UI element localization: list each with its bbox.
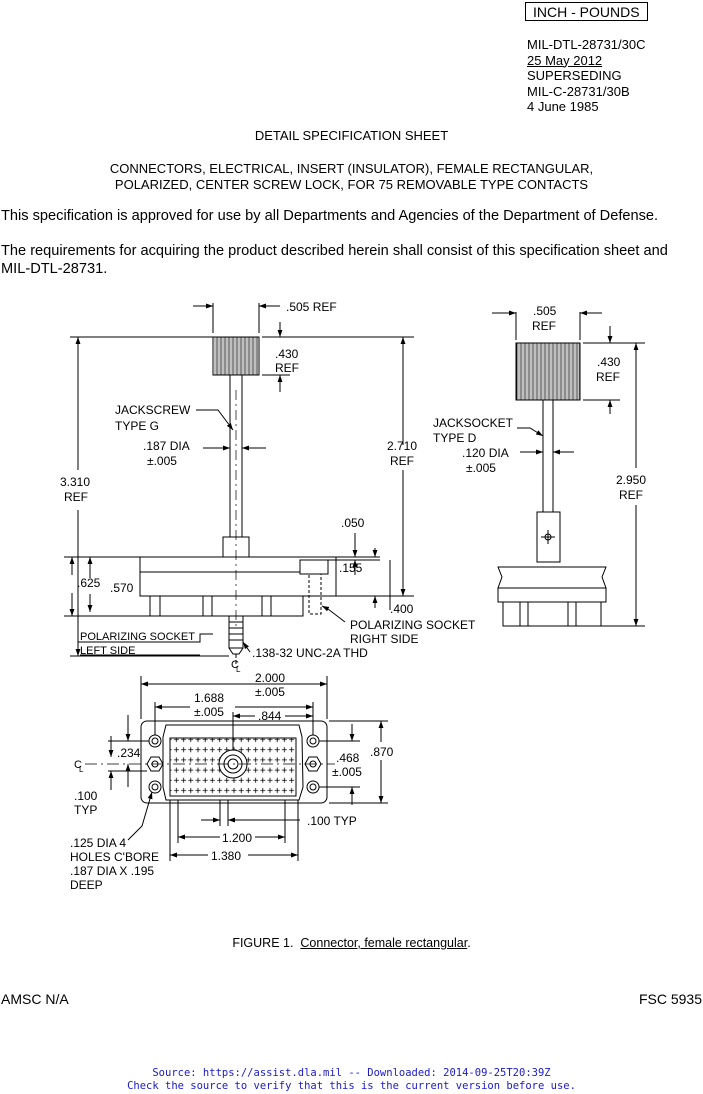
dim-2710: 2.710	[387, 439, 417, 453]
jacksocket-view	[492, 310, 645, 627]
side-view	[64, 303, 414, 665]
dim-505-ref: .505 REF	[286, 300, 337, 314]
approval-statement: This specification is approved for use b…	[1, 208, 659, 224]
dim-2000-tol: ±.005	[255, 685, 285, 699]
right-dim-505: .505	[533, 304, 557, 318]
spec-title-line1: CONNECTORS, ELECTRICAL, INSERT (INSULATO…	[109, 161, 594, 176]
dim-430-ref: REF	[275, 361, 299, 375]
dim-3310-ref: REF	[64, 490, 88, 504]
doc-header: MIL-DTL-28731/30C 25 May 2012 SUPERSEDIN…	[527, 37, 646, 115]
dim-468: .468	[336, 751, 360, 765]
dim-234: .234	[117, 746, 141, 760]
spec-title-line2: POLARIZED, CENTER SCREW LOCK, FOR 75 REM…	[114, 177, 589, 192]
figure-title: Connector, female rectangular	[300, 936, 468, 950]
requirements-statement: The requirements for acquiring the produ…	[1, 242, 668, 278]
face-view	[85, 676, 388, 861]
side-centerline-sub: L	[236, 665, 241, 674]
dim-400: .400	[390, 602, 414, 616]
check-line: Check the source to verify that this is …	[127, 1080, 576, 1092]
fsc-label: FSC 5935	[638, 991, 702, 1007]
jacksocket-type: TYPE D	[433, 431, 477, 445]
pol-socket-right-side: RIGHT SIDE	[350, 632, 418, 646]
jacksocket-knob	[515, 342, 581, 401]
units-text: INCH - POUNDS	[533, 4, 640, 20]
source-notice: Source: https://assist.dla.mil -- Downlo…	[0, 1067, 703, 1093]
dim-1688: 1.688	[194, 691, 224, 705]
figure-label: FIGURE 1.	[232, 936, 294, 950]
sheet-title: DETAIL SPECIFICATION SHEET	[254, 128, 449, 143]
superseding-label: SUPERSEDING	[527, 68, 622, 83]
dia-187: .187 DIA	[143, 439, 190, 453]
jackscrew-label: JACKSCREW	[115, 403, 191, 417]
right-dim-430: .430	[597, 355, 621, 369]
dim-468-tol: ±.005	[332, 765, 362, 779]
dim-570: .570	[110, 581, 134, 595]
right-dim-505-ref: REF	[532, 319, 556, 333]
dia-187-tol: ±.005	[147, 454, 177, 468]
holes-note-3: .187 DIA X .195	[70, 864, 154, 878]
dim-100: .100	[74, 789, 98, 803]
prev-doc-number: MIL-C-28731/30B	[527, 83, 630, 99]
jackscrew-knob	[212, 336, 260, 376]
dim-430: .430	[275, 347, 299, 361]
dim-1380: 1.380	[211, 849, 241, 863]
dia-120-tol: ±.005	[466, 461, 496, 475]
connector-body	[139, 556, 337, 597]
pol-socket-left-side: LEFT SIDE	[80, 645, 135, 657]
source-line: Source: https://assist.dla.mil -- Downlo…	[152, 1067, 551, 1079]
dim-2710-ref: REF	[390, 454, 414, 468]
jackscrew-type: TYPE G	[115, 419, 159, 433]
holes-note-4: DEEP	[70, 878, 103, 892]
jacksocket-label: JACKSOCKET	[433, 416, 514, 430]
prev-doc-date: 4 June 1985	[527, 99, 599, 114]
dia-120: .120 DIA	[462, 446, 509, 460]
dim-050: .050	[341, 516, 365, 530]
dim-100-typ-bottom: .100 TYP	[307, 814, 357, 828]
dim-2000: 2.000	[255, 671, 285, 685]
pol-socket-left: POLARIZING SOCKET	[80, 631, 195, 643]
right-dim-2950-ref: REF	[619, 488, 643, 502]
thread-spec: .138-32 UNC-2A THD	[252, 646, 368, 660]
units-box: INCH - POUNDS	[525, 2, 648, 21]
dim-625: .625	[77, 576, 101, 590]
holes-note-2: HOLES C'BORE	[70, 850, 159, 864]
dim-1200: 1.200	[222, 831, 252, 845]
doc-date: 25 May 2012	[527, 52, 603, 68]
doc-number: MIL-DTL-28731/30C	[527, 37, 646, 52]
connector-face	[140, 720, 328, 804]
amsc-label: AMSC N/A	[1, 991, 69, 1007]
spec-title: CONNECTORS, ELECTRICAL, INSERT (INSULATO…	[0, 161, 703, 193]
right-dim-430-ref: REF	[596, 370, 620, 384]
dim-3310: 3.310	[60, 475, 90, 489]
dim-1688-tol: ±.005	[194, 705, 224, 719]
holes-note-1: .125 DIA 4	[70, 836, 126, 850]
figure-caption: FIGURE 1. Connector, female rectangular.	[232, 936, 471, 950]
requirements-line2: MIL-DTL-28731.	[1, 261, 108, 277]
dim-155: .155	[339, 561, 363, 575]
side-centerline: C	[231, 659, 239, 671]
dim-870: .870	[370, 745, 394, 759]
face-centerline: C	[74, 759, 82, 771]
requirements-line1: The requirements for acquiring the produ…	[1, 243, 668, 259]
dim-844: .844	[258, 709, 282, 723]
pol-socket-right: POLARIZING SOCKET	[350, 618, 476, 632]
dim-100-typ: TYP	[74, 803, 97, 817]
face-centerline-sub: L	[79, 765, 84, 774]
right-dim-2950: 2.950	[616, 473, 646, 487]
